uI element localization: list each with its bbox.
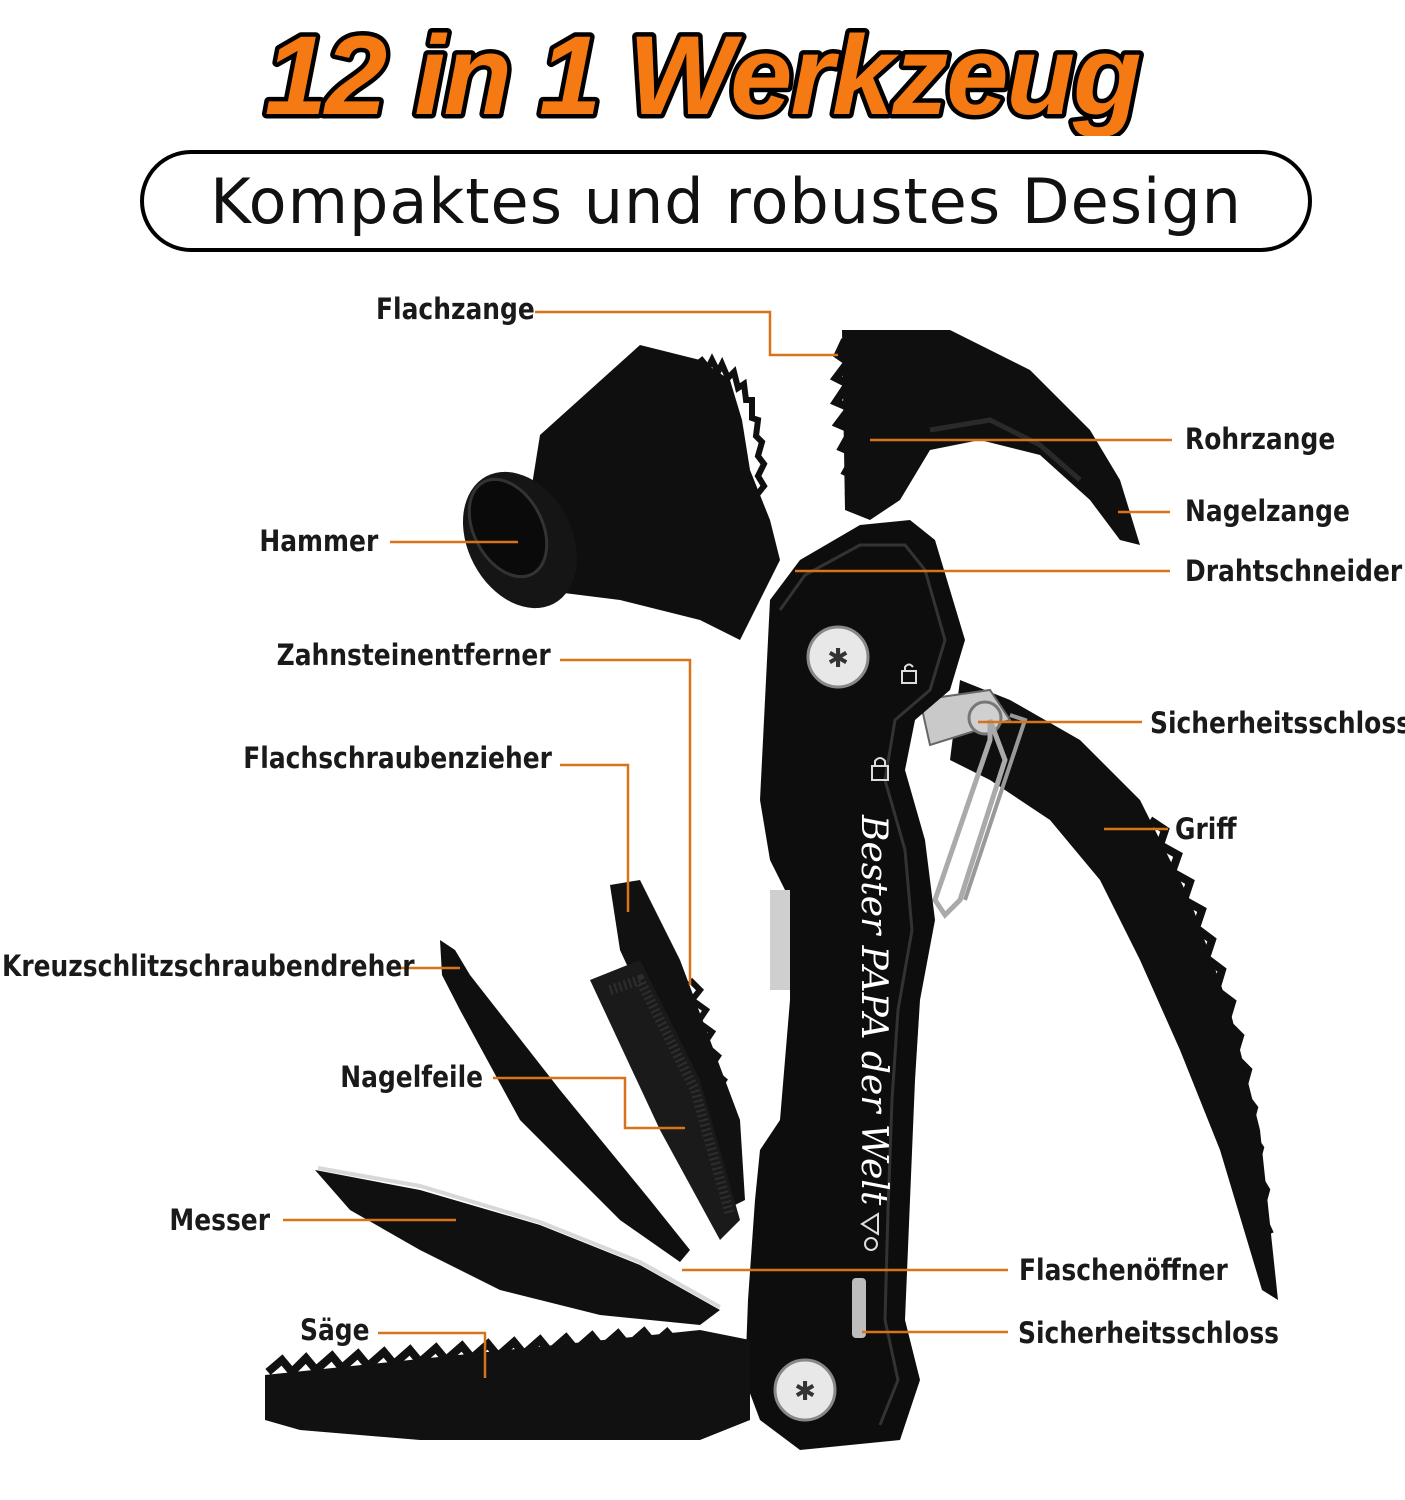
svg-text:✱: ✱ — [794, 1377, 816, 1407]
leader-flachschraubenzieher — [560, 763, 630, 912]
label-saege: Säge — [300, 1313, 370, 1347]
phillips-bit — [440, 940, 690, 1262]
label-flachschraubenzieher: Flachschraubenzieher — [243, 741, 552, 775]
leader-lines — [283, 310, 1172, 1378]
label-hammer: Hammer — [259, 524, 378, 558]
bottle-opener-icon — [860, 1212, 879, 1251]
label-rohrzange: Rohrzange — [1185, 422, 1336, 456]
leader-nagelfeile — [493, 1076, 685, 1130]
subtitle: Kompaktes und robustes Design — [210, 164, 1242, 238]
headline-text: 12 in 1 Werkzeug — [265, 13, 1140, 136]
label-nagelfeile: Nagelfeile — [340, 1060, 483, 1094]
label-drahtschneider: Drahtschneider — [1185, 554, 1403, 588]
subtitle-pill: Kompaktes und robustes Design — [140, 150, 1312, 252]
claw-head — [829, 330, 1140, 545]
rivet-top — [806, 625, 870, 689]
label-zahnsteinentferner: Zahnsteinentferner — [276, 638, 551, 672]
safety-lock — [918, 688, 1028, 919]
saw-blade — [265, 1326, 750, 1440]
label-flachzange: Flachzange — [376, 292, 535, 326]
tool-body: ✱ ✱ Bester PAPA der Welt — [745, 520, 965, 1450]
label-sicherheitsschloss-bottom: Sicherheitsschloss — [1018, 1316, 1280, 1350]
engraving: Bester PAPA der Welt — [853, 814, 894, 1206]
label-flaschenoeffner: Flaschenöffner — [1019, 1253, 1228, 1287]
label-kreuzschlitzschraubendreher: Kreuzschlitzschraubendreher — [2, 949, 415, 983]
nail-file — [590, 960, 740, 1240]
headline: 12 in 1 Werkzeug — [260, 9, 1146, 137]
svg-text:✱: ✱ — [827, 644, 849, 674]
label-sicherheitsschloss-top: Sicherheitsschloss — [1150, 706, 1405, 740]
label-griff: Griff — [1175, 812, 1237, 846]
lock-icon-closed — [871, 757, 889, 781]
label-nagelzange: Nagelzange — [1185, 494, 1350, 528]
leader-zahnsteinentferner — [560, 658, 692, 985]
knife-blade — [315, 1166, 721, 1325]
leader-saege — [378, 1331, 487, 1378]
leader-flachzange — [535, 310, 838, 357]
label-messer: Messer — [169, 1203, 270, 1237]
grip-arm — [950, 680, 1278, 1300]
rivet-bottom — [773, 1358, 837, 1422]
lock-icon-open — [901, 663, 917, 684]
hammer-head — [462, 345, 780, 640]
